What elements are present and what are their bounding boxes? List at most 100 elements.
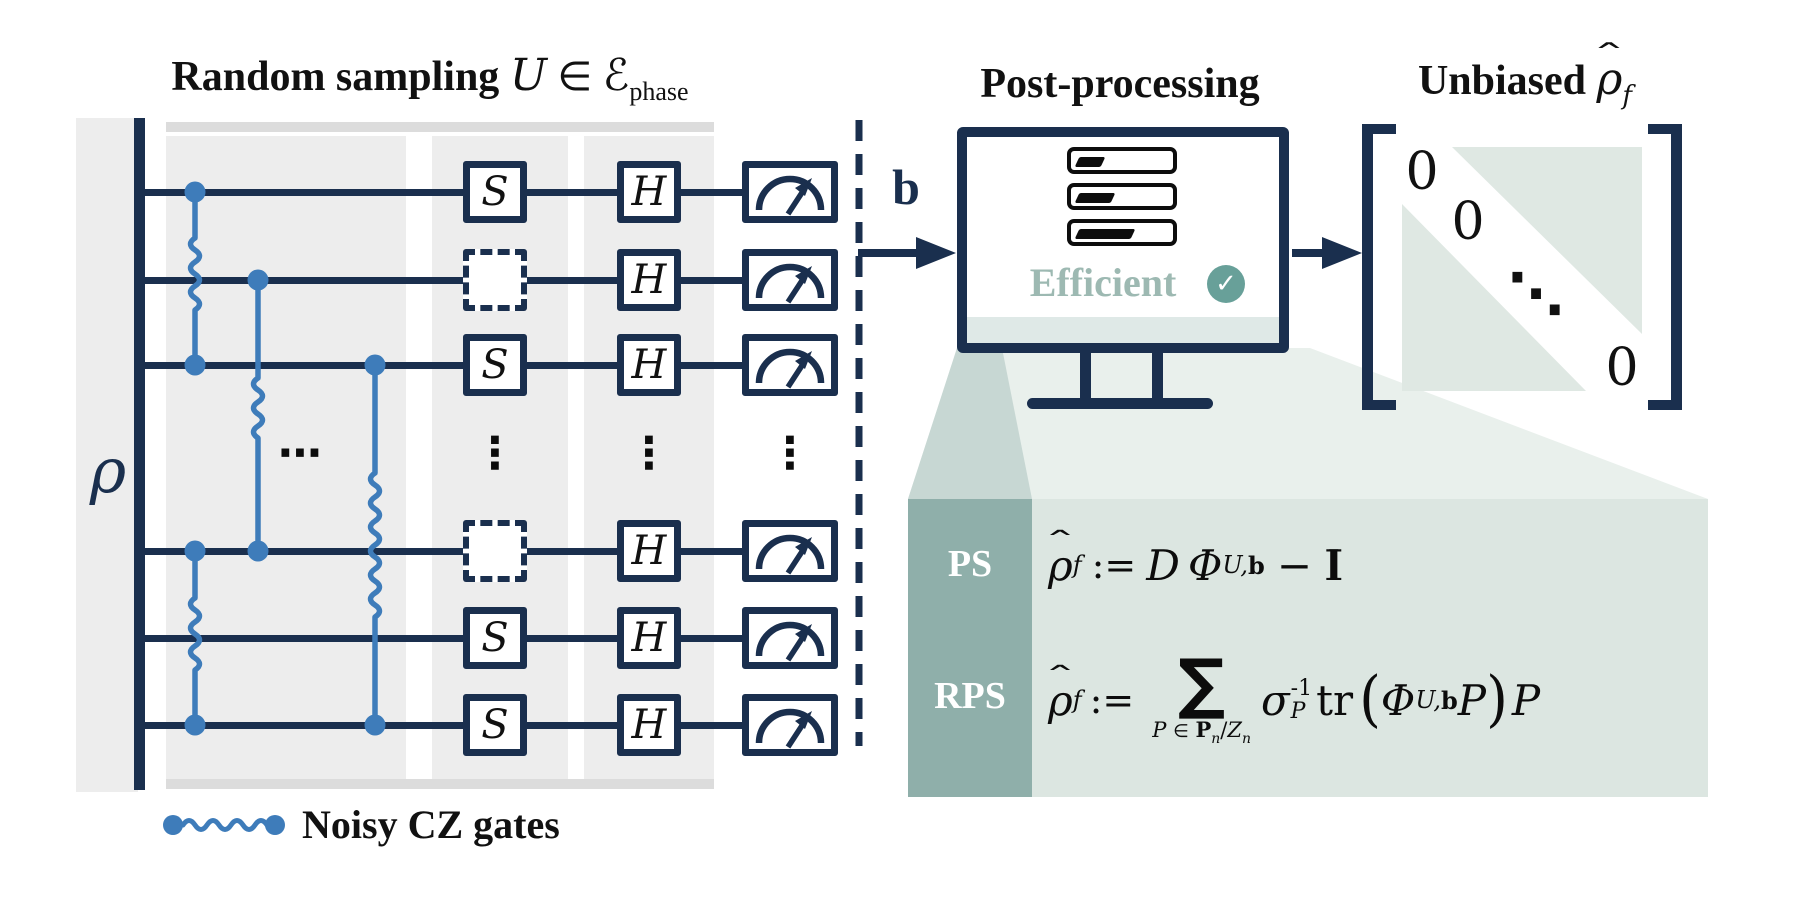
- cz-stage-band: [166, 136, 406, 779]
- qubit-wire-2: [140, 277, 746, 284]
- ps-minus: −: [1276, 540, 1313, 590]
- cz-control-dots: [184, 181, 386, 736]
- matrix-zero-bottom: 0: [1605, 338, 1639, 398]
- hat-accent: ˆ: [1592, 39, 1627, 76]
- s-gate: S: [463, 607, 527, 669]
- measurement-meter-icon: [742, 694, 838, 756]
- matrix-diagonal-dots: ⋱: [1508, 262, 1564, 327]
- math-U: U: [509, 50, 547, 101]
- qubit-wire-4: [140, 548, 746, 555]
- input-state-bar: [134, 118, 145, 790]
- cz-link-q4-q6: [187, 548, 203, 728]
- monitor-stand-left: [1080, 352, 1091, 402]
- h-gate-label: H: [631, 342, 667, 388]
- qubit-wire-6: [140, 722, 746, 729]
- rps-Phi-sub-u: U,: [1415, 686, 1442, 714]
- cz-link-q2-q4: [250, 277, 266, 554]
- bitstring-label: b: [892, 159, 920, 215]
- vertical-ellipsis-h-column: ⋮: [627, 428, 671, 479]
- arrow-in-head: [916, 237, 956, 269]
- matrix-bracket-left: [1362, 124, 1396, 410]
- h-gate: H: [617, 520, 681, 582]
- math-ensemble: ℰ: [602, 50, 630, 101]
- matrix-zero-mid: 0: [1451, 192, 1485, 252]
- wedge-light: [908, 348, 1708, 499]
- vertical-ellipsis-meter-column: ⋮: [768, 428, 812, 479]
- rps-Phi: Φ: [1380, 675, 1416, 725]
- matrix-upper-triangle: [1452, 147, 1642, 334]
- h-gate-label: H: [631, 169, 667, 215]
- h-gate: H: [617, 161, 681, 223]
- monitor-stand-base: [1027, 398, 1213, 409]
- server-stack-icon: [1067, 183, 1177, 210]
- rps-rho-sub: f: [1072, 686, 1082, 714]
- rps-row-label: RPS: [934, 675, 1006, 717]
- h-gate: H: [617, 607, 681, 669]
- h-gate-label: H: [631, 615, 667, 661]
- vertical-ellipsis-cz: ⋯: [278, 428, 322, 479]
- h-stage-band: [584, 136, 714, 779]
- estimator-panel: [908, 499, 1708, 797]
- measurement-meter-icon: [742, 520, 838, 582]
- measurement-meter-icon: [742, 607, 838, 669]
- arrow-out-head: [1322, 237, 1362, 269]
- cz-link-q3-q6: [367, 362, 383, 728]
- measurement-meter-icon: [742, 249, 838, 311]
- efficient-status-text: Efficient: [1029, 260, 1177, 305]
- arrow-in-shaft: [858, 249, 920, 257]
- math-in: ∈: [557, 54, 593, 100]
- legend-label: Noisy CZ gates: [302, 802, 560, 847]
- qubit-wire-1: [140, 189, 746, 196]
- rps-P-outer: P: [1511, 675, 1541, 725]
- sum-limits: P ∈ Pn/Zn: [1152, 717, 1251, 748]
- ps-D: D: [1146, 540, 1180, 590]
- rps-tr: tr: [1316, 675, 1354, 725]
- h-gate-label: H: [631, 257, 667, 303]
- state-column-band: [76, 118, 138, 792]
- server-stack-icon: [1067, 219, 1177, 246]
- noisy-cz-legend-icon: [163, 815, 285, 835]
- s-gate-label: S: [481, 702, 509, 748]
- sum-glyph: ∑: [1177, 644, 1226, 722]
- title-random-bold: Random sampling: [171, 54, 500, 100]
- identity-dashed-gate: [463, 249, 527, 311]
- check-glyph: ✓: [1215, 269, 1237, 299]
- measurement-meter-icon: [742, 334, 838, 396]
- title-random-sampling: Random sampling U ∈ ℰphase: [130, 50, 730, 107]
- circuit-top-bar: [166, 122, 714, 132]
- s-gate: S: [463, 694, 527, 756]
- qubit-wire-3: [140, 362, 746, 369]
- s-stage-band: [432, 136, 568, 779]
- qubit-wire-5: [140, 635, 746, 642]
- projection-wedge: [908, 348, 1708, 499]
- matrix-bracket-right: [1648, 124, 1682, 410]
- title-post-processing: Post-processing: [980, 61, 1260, 107]
- server-stack-icon: [1067, 147, 1177, 174]
- rps-assign: :=: [1089, 678, 1135, 722]
- state-label-rho: ρ: [89, 434, 127, 507]
- h-gate: H: [617, 694, 681, 756]
- ps-row-label: PS: [947, 543, 993, 585]
- ps-rho-sub: f: [1072, 551, 1082, 579]
- h-gate: H: [617, 334, 681, 396]
- rps-P-inner: P: [1457, 675, 1487, 725]
- vertical-ellipsis-s-column: ⋮: [473, 428, 517, 479]
- s-gate-label: S: [481, 342, 509, 388]
- estimator-label-column: [908, 499, 1032, 797]
- matrix-zero-top: 0: [1405, 142, 1439, 202]
- title-unbiased-bold: Unbiased: [1417, 58, 1587, 104]
- math-ensemble-sub: phase: [629, 77, 689, 106]
- measurement-meter-icon: [742, 161, 838, 223]
- monitor: Efficient ✓: [957, 127, 1289, 353]
- rps-sigma: σ: [1260, 675, 1290, 725]
- ps-Phi-sub-b: b: [1248, 550, 1265, 580]
- cz-link-q1-q3: [187, 189, 203, 368]
- dashed-divider-line: [855, 120, 863, 746]
- circuit-bottom-bar: [166, 779, 714, 789]
